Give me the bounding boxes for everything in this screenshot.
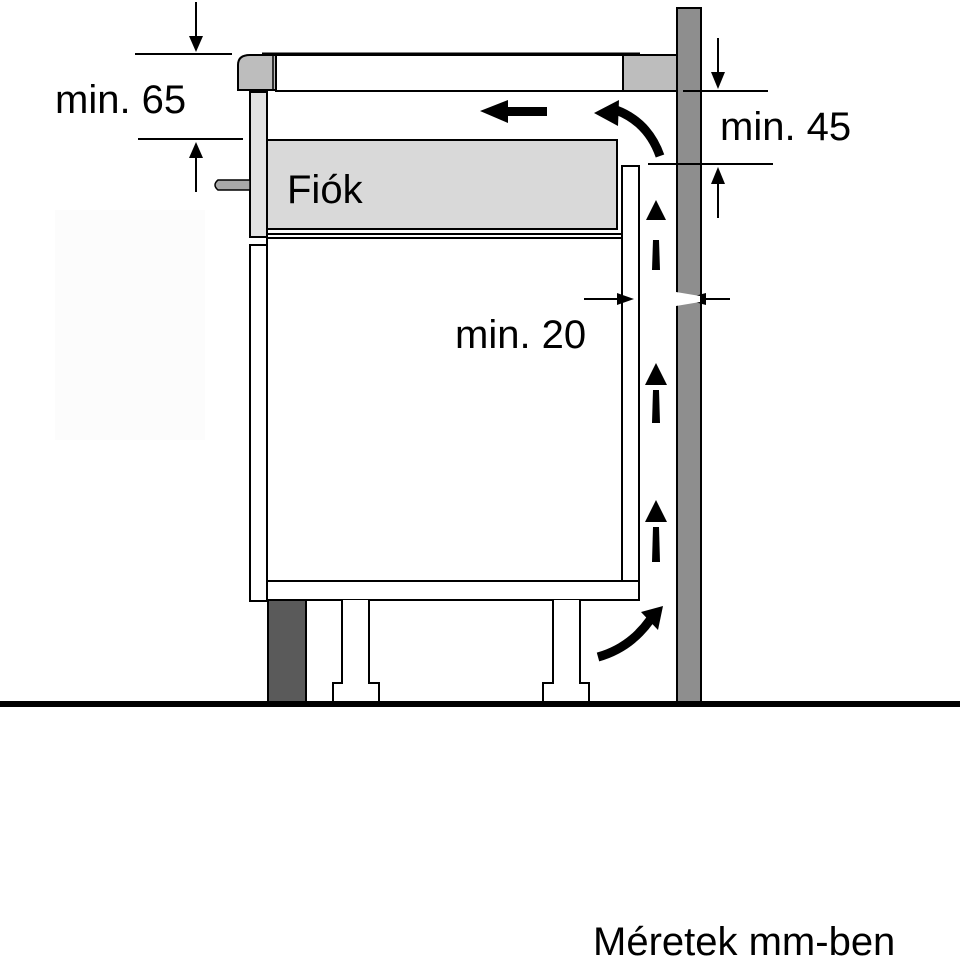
hob [275,54,624,92]
cabinet-body [266,237,623,582]
wall-clearance-label: min. 45 [720,105,852,149]
units-caption: Méretek mm-ben [593,920,896,964]
floor-line [0,701,960,707]
curved-arrow-icon [594,100,665,158]
cabinet-front-panel [249,91,268,238]
worktop-left [237,54,277,91]
curved-arrow-icon [596,606,663,662]
leg-right [542,600,590,703]
drawer-handle [214,179,251,191]
cabinet-side [249,244,268,602]
arrow-up-icon [646,200,666,270]
ghost-panel [55,210,205,440]
worktop-right [622,54,678,92]
plinth [267,599,307,703]
leg-left [332,600,380,703]
drawer [266,139,618,230]
arrow-up-icon [645,363,667,423]
back-wall [676,7,702,704]
arrow-up-icon [645,500,667,562]
arrow-left-icon [480,100,547,123]
cabinet-bottom [266,580,640,601]
cabinet-rear-panel [621,165,640,582]
rear-gap-label: min. 20 [455,313,587,357]
top-clearance-label: min. 65 [55,78,187,122]
drawer-label: Fiók [287,168,363,212]
